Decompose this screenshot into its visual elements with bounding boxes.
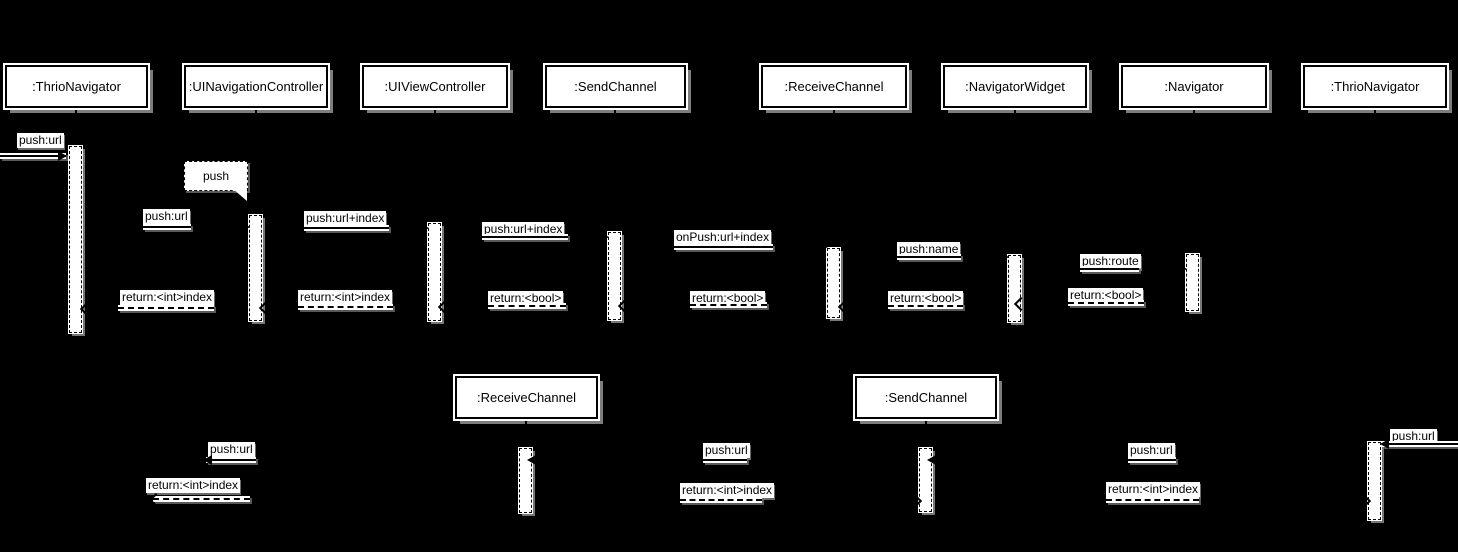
message-line	[118, 305, 214, 311]
message-line	[298, 304, 393, 310]
arrowhead-left	[203, 455, 212, 465]
message-line	[680, 497, 762, 503]
participant-sendchannel-2: :SendChannel	[855, 376, 997, 419]
lifeline-stub	[1193, 312, 1195, 317]
lifeline-stub	[434, 110, 436, 115]
message-label-return-int-index: return:<int>index	[680, 483, 775, 498]
message-line	[1382, 441, 1458, 447]
note-push: push	[184, 161, 248, 191]
message-line	[143, 224, 191, 230]
message-label-return-int-index: return:<int>index	[146, 478, 241, 493]
message-line	[206, 457, 256, 463]
message-line	[0, 153, 66, 159]
arrowhead-right	[819, 242, 828, 252]
lifeline-stub	[1193, 110, 1195, 115]
message-label-push-url-index: push:url+index	[304, 211, 387, 226]
message-label-push-url: push:url	[703, 443, 750, 458]
participant-navigatorwidget: :NavigatorWidget	[943, 65, 1087, 108]
participant-navigator: :Navigator	[1121, 65, 1267, 108]
note-tail	[233, 189, 247, 201]
participant-sendchannel: :SendChannel	[545, 65, 686, 108]
activation-bar-navigator	[1186, 254, 1199, 311]
message-line	[674, 244, 773, 250]
message-label-return-bool: return:<bool>	[1068, 288, 1144, 303]
arrowhead-right	[58, 151, 67, 161]
arrowhead-right	[420, 223, 429, 233]
activation-bar-navigatorwidget	[1008, 255, 1021, 322]
message-label-return-bool: return:<bool>	[888, 291, 964, 306]
message-label-return-int-index: return:<int>index	[120, 290, 215, 305]
message-label-onpush-url-index: onPush:url+index	[674, 230, 772, 245]
message-line	[1128, 457, 1176, 463]
message-label-push-name: push:name	[897, 242, 961, 257]
activation-bar-thrionavigator-left	[69, 146, 82, 333]
arrowhead-open-left	[79, 301, 95, 317]
message-label-push-url: push:url	[1128, 443, 1175, 458]
message-line	[1068, 300, 1144, 306]
participant-receivechannel: :ReceiveChannel	[761, 65, 907, 108]
message-label-return-bool: return:<bool>	[488, 291, 564, 306]
participant-thrionavigator-left: :ThrioNavigator	[5, 65, 148, 108]
arrowhead-right	[1000, 252, 1009, 262]
arrowhead-right	[241, 222, 250, 232]
message-line	[897, 254, 961, 260]
message-label-push-url-index: push:url+index	[482, 222, 565, 237]
activation-bar-sendchannel	[608, 232, 621, 320]
lifeline-stub	[925, 421, 927, 426]
lifeline-stub	[925, 442, 927, 447]
lifeline-stub	[1014, 110, 1016, 115]
message-line	[1080, 266, 1139, 272]
lifeline-stub	[833, 110, 835, 115]
lifeline-stub	[255, 110, 257, 115]
message-line	[153, 496, 250, 502]
arrowhead-left	[927, 455, 936, 465]
activation-bar-receivechannel	[827, 248, 840, 318]
message-line	[304, 225, 389, 231]
message-line	[703, 457, 747, 463]
message-label-push-url: push:url	[17, 133, 64, 148]
message-label-return-int-index: return:<int>index	[298, 290, 393, 305]
arrowhead-right	[600, 232, 609, 242]
activation-bar-uinavigationcontroller	[249, 215, 262, 321]
message-label-push-url: push:url	[208, 442, 255, 457]
message-label-return-int-index: return:<int>index	[1106, 482, 1201, 497]
lifeline-stub	[75, 110, 77, 115]
participant-uiviewcontroller: :UIViewController	[362, 65, 508, 108]
lifeline-stub	[525, 442, 527, 447]
participant-uinavigationcontroller: :UINavigationController	[184, 65, 328, 108]
message-line	[488, 303, 566, 309]
participant-receivechannel-2: :ReceiveChannel	[455, 376, 598, 419]
lifeline-stub	[614, 110, 616, 115]
lifeline-stub	[1374, 110, 1376, 115]
message-label-push-route: push:route	[1080, 254, 1141, 269]
participant-thrionavigator-right: :ThrioNavigator	[1303, 65, 1447, 108]
lifeline-stub	[525, 421, 527, 426]
arrowhead-left	[527, 455, 536, 465]
arrowhead-right	[1178, 264, 1187, 274]
message-line	[888, 303, 963, 309]
arrowhead-open-left	[837, 299, 853, 315]
message-line	[690, 302, 767, 308]
message-line	[482, 234, 568, 240]
activation-bar-thrionavigator-right	[1368, 442, 1381, 520]
message-label-push-url: push:url	[1390, 429, 1437, 444]
lifeline-stub	[75, 334, 77, 339]
arrowhead-left	[1380, 439, 1389, 449]
activation-bar-uiviewcontroller	[428, 223, 441, 321]
message-label-push-url: push:url	[143, 209, 190, 224]
message-line	[1106, 497, 1199, 503]
